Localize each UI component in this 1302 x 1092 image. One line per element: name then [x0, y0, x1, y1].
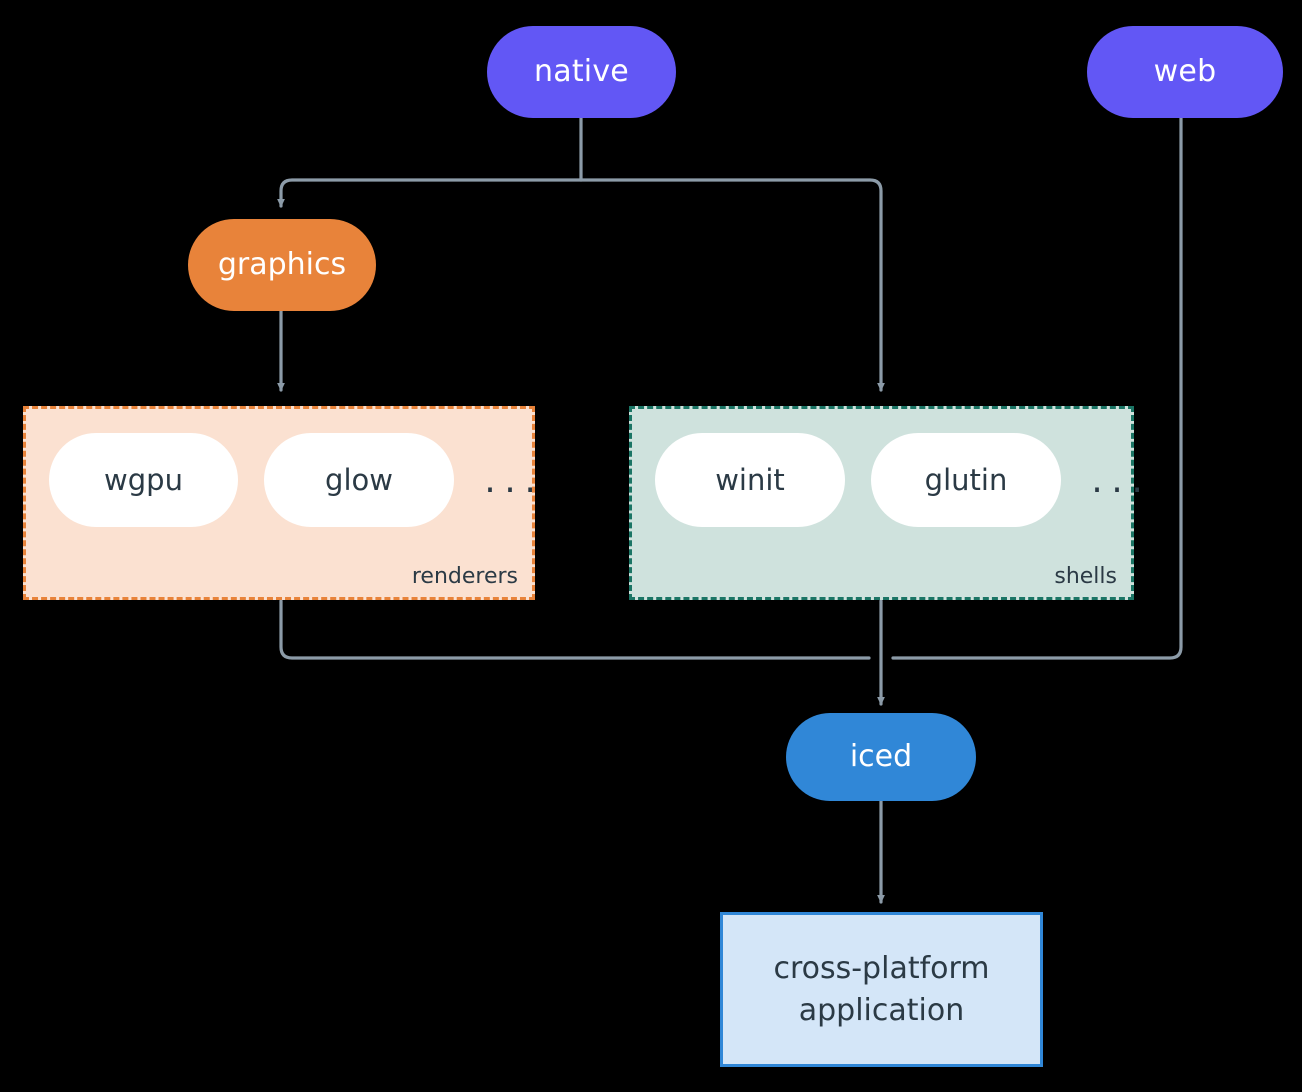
node-glow-label: glow	[325, 463, 393, 497]
node-web[interactable]: web	[1087, 26, 1283, 118]
shells-overflow-ellipsis: ...	[1088, 465, 1149, 500]
renderers-overflow-ellipsis: ...	[481, 465, 542, 500]
node-glow[interactable]: glow	[264, 433, 454, 527]
node-application-text: cross-platform application	[773, 948, 989, 1031]
node-application-line-2: application	[798, 992, 965, 1028]
group-renderers-label: renderers	[411, 564, 518, 589]
group-shells-label: shells	[1054, 564, 1117, 589]
node-winit[interactable]: winit	[655, 433, 845, 527]
node-web-label: web	[1153, 54, 1217, 90]
node-cross-platform-application[interactable]: cross-platform application	[720, 912, 1043, 1067]
edge-renderers-to-merge	[279, 599, 871, 660]
edge-native-to-shells	[579, 178, 885, 392]
node-iced-label: iced	[849, 739, 913, 775]
node-glutin[interactable]: glutin	[871, 433, 1061, 527]
node-wgpu-label: wgpu	[104, 463, 183, 497]
edge-native-to-graphics	[277, 178, 583, 208]
node-graphics-label: graphics	[217, 247, 347, 283]
node-graphics[interactable]: graphics	[188, 219, 376, 311]
node-wgpu[interactable]: wgpu	[49, 433, 238, 527]
node-winit-label: winit	[715, 463, 785, 497]
node-iced[interactable]: iced	[786, 713, 976, 801]
node-application-line-1: cross-platform	[773, 951, 990, 987]
node-native[interactable]: native	[487, 26, 676, 118]
node-native-label: native	[534, 54, 629, 90]
node-glutin-label: glutin	[924, 463, 1008, 497]
